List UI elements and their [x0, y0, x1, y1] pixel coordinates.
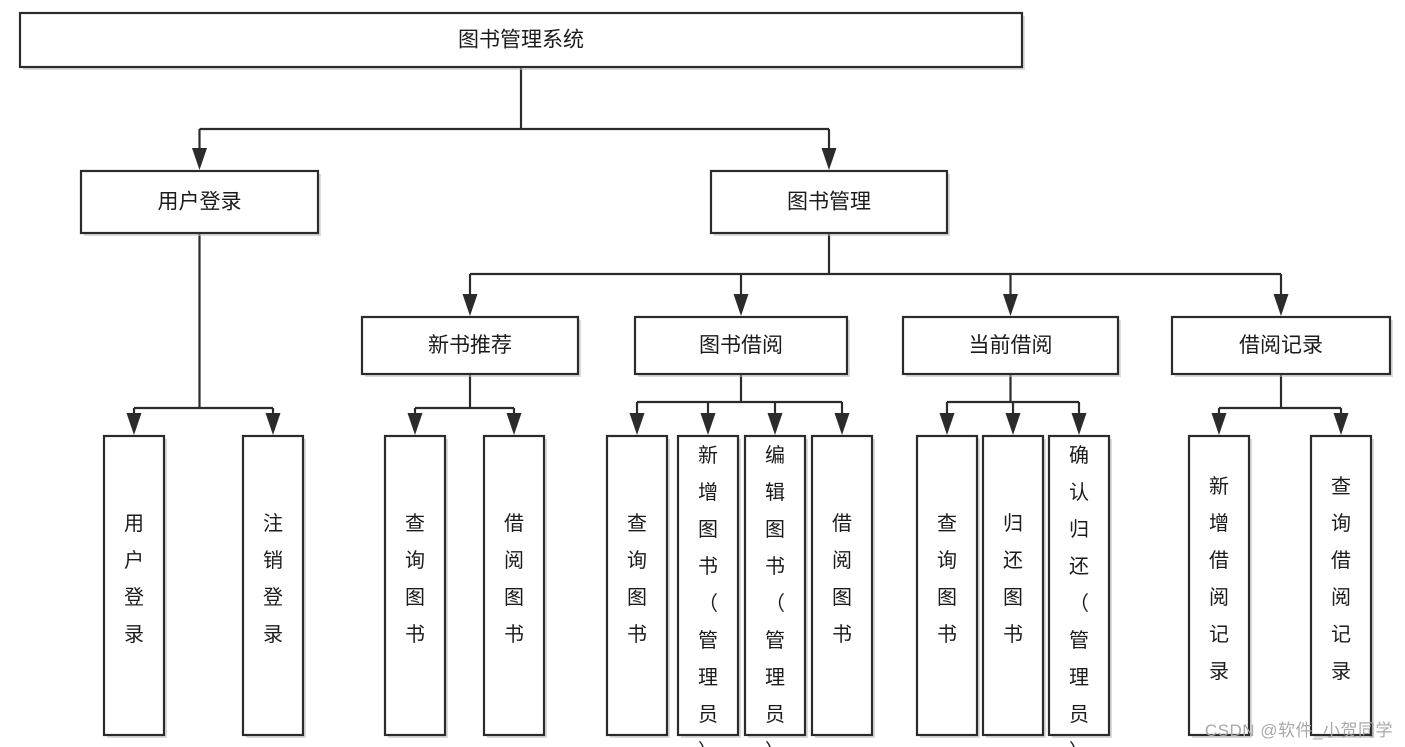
node-user-login[interactable]: 用户登录: [79, 169, 321, 236]
node-label: 查询图书: [627, 512, 647, 646]
node-box: [901, 315, 1120, 376]
node-label: 用户登录: [124, 513, 144, 646]
node-label: 图书管理系统: [458, 29, 584, 52]
node-box: [79, 169, 320, 235]
node-box: [18, 11, 1024, 69]
node-label: 图书管理: [787, 191, 871, 214]
node-box: [743, 434, 807, 737]
node-label: 确认归还（管理员）: [1069, 444, 1089, 747]
node-book-manage[interactable]: 图书管理: [709, 169, 950, 236]
node-label: 注销登录: [263, 512, 283, 646]
node-label: 用户登录: [158, 191, 242, 214]
node-box: [676, 434, 740, 737]
node-box: [1309, 434, 1373, 737]
node-box: [360, 315, 580, 376]
node-box: [981, 434, 1045, 737]
node-new-book-recommend[interactable]: 新书推荐: [360, 315, 581, 377]
node-leaf-borrow-book-1[interactable]: 借阅图书: [482, 434, 547, 738]
node-leaf-query-book-1[interactable]: 查询图书: [383, 434, 448, 738]
node-label: 新书推荐: [428, 334, 512, 357]
node-leaf-add-record[interactable]: 新增借阅记录: [1187, 434, 1252, 738]
node-leaf-borrow-book-2[interactable]: 借阅图书: [810, 434, 875, 738]
node-layer: 图书管理系统用户登录图书管理新书推荐图书借阅当前借阅借阅记录用户登录注销登录查询…: [18, 11, 1393, 747]
node-label: 借阅图书: [832, 512, 852, 646]
node-label: 查询借阅记录: [1331, 475, 1351, 683]
node-label: 当前借阅: [969, 334, 1053, 357]
node-label: 编辑图书（管理员）: [765, 444, 785, 747]
node-label: 新增借阅记录: [1209, 475, 1229, 683]
node-box: [241, 434, 305, 737]
node-leaf-edit-book[interactable]: 编辑图书（管理员）: [743, 434, 808, 747]
node-book-borrow[interactable]: 图书借阅: [633, 315, 850, 377]
node-leaf-add-book[interactable]: 新增图书（管理员）: [676, 434, 741, 747]
node-box: [1187, 434, 1251, 737]
node-label: 借阅图书: [504, 512, 524, 646]
node-leaf-confirm-return[interactable]: 确认归还（管理员）: [1047, 434, 1112, 747]
node-label: 查询图书: [405, 512, 425, 646]
csdn-watermark: CSDN @软件_小贺同学: [1204, 721, 1393, 740]
node-label: 图书借阅: [699, 334, 783, 357]
node-box: [810, 434, 874, 737]
node-box: [482, 434, 546, 737]
node-box: [1170, 315, 1392, 376]
node-box: [915, 434, 979, 737]
node-borrow-record[interactable]: 借阅记录: [1170, 315, 1393, 377]
node-label: 归还图书: [1003, 512, 1023, 646]
node-box: [709, 169, 949, 235]
node-leaf-user-login[interactable]: 用户登录: [102, 434, 167, 738]
node-leaf-logout-login[interactable]: 注销登录: [241, 434, 306, 738]
node-label: 查询图书: [937, 512, 957, 646]
node-leaf-query-book-2[interactable]: 查询图书: [605, 434, 670, 738]
node-leaf-query-book-3[interactable]: 查询图书: [915, 434, 980, 738]
node-label: 借阅记录: [1239, 334, 1323, 357]
node-box: [383, 434, 447, 737]
node-box: [605, 434, 669, 737]
node-box: [1047, 434, 1111, 737]
node-current-borrow[interactable]: 当前借阅: [901, 315, 1121, 377]
node-root[interactable]: 图书管理系统: [18, 11, 1025, 70]
connector-layer: [126, 67, 1349, 435]
node-box: [102, 434, 166, 737]
node-leaf-return-book[interactable]: 归还图书: [981, 434, 1046, 738]
node-label: 新增图书（管理员）: [698, 444, 718, 747]
node-leaf-query-record[interactable]: 查询借阅记录: [1309, 434, 1374, 738]
node-box: [633, 315, 849, 376]
